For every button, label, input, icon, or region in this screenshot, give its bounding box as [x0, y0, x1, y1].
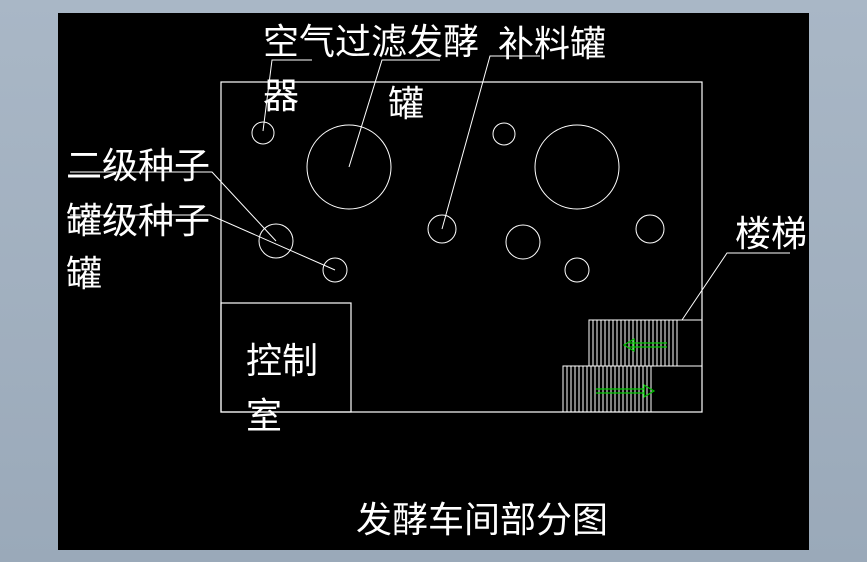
- fermenter-tank-1: [306, 124, 392, 210]
- primary-seed-tank: [322, 257, 348, 283]
- feed-tank: [427, 214, 457, 244]
- label-control-room-cont: 室: [246, 396, 283, 437]
- right-arrow-icon: [596, 383, 656, 399]
- label-feed-tank: 补料罐: [498, 24, 607, 65]
- label-seed2: 二级种子: [66, 146, 211, 187]
- label-control-room: 控制: [246, 341, 319, 382]
- label-stairs: 楼梯: [735, 214, 808, 255]
- drawing-title: 发酵车间部分图: [356, 500, 609, 541]
- leader-feed-tank: [441, 55, 540, 230]
- leader-stairs: [681, 252, 790, 321]
- leader-fermenter: [348, 59, 440, 168]
- label-seed1-cont: 罐: [66, 254, 103, 295]
- drawing-canvas: [58, 13, 809, 550]
- air-filter-tank: [251, 121, 275, 145]
- label-air-filter: 空气过滤发酵: [263, 22, 480, 63]
- leader-seed1: [70, 214, 336, 271]
- label-seed1: 罐级种子: [66, 201, 211, 242]
- control-room: [220, 302, 352, 413]
- fermenter-tank-2: [534, 124, 620, 210]
- secondary-seed-tank: [258, 223, 294, 259]
- tank-mid: [505, 224, 541, 260]
- workshop-outline: [220, 81, 703, 413]
- label-fermenter-cont: 罐: [388, 84, 425, 125]
- tank-right: [635, 214, 665, 244]
- label-air-filter-cont: 器: [263, 76, 300, 117]
- left-arrow-icon: [622, 337, 667, 353]
- small-tank-top: [492, 122, 516, 146]
- leader-seed2: [70, 171, 277, 242]
- leader-air-filter: [262, 59, 312, 132]
- tank-small-right: [564, 257, 590, 283]
